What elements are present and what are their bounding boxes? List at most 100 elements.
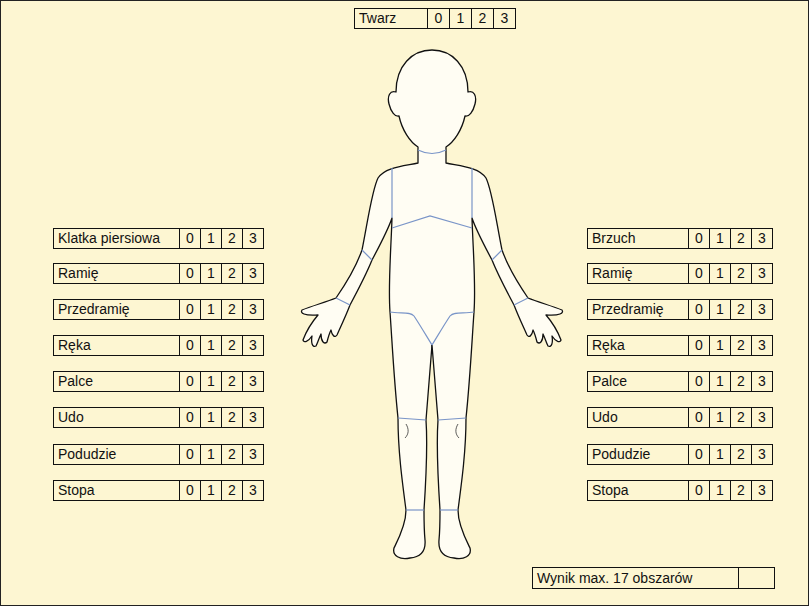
- left-score-row: Palce0123: [53, 371, 264, 392]
- score-option: 2: [221, 264, 242, 283]
- score-option: 3: [242, 408, 263, 427]
- score-option: 2: [221, 336, 242, 355]
- region-name: Klatka piersiowa: [54, 229, 179, 248]
- score-option: 3: [751, 336, 772, 355]
- score-option: 1: [709, 264, 730, 283]
- chest-line: [392, 216, 472, 228]
- score-option: 3: [242, 229, 263, 248]
- score-option: 1: [200, 408, 221, 427]
- score-option: 3: [242, 336, 263, 355]
- left-score-row: Ramię0123: [53, 263, 264, 284]
- score-option: 3: [751, 372, 772, 391]
- knee-mark: [405, 424, 408, 438]
- right-score-row: Ręka0123: [587, 335, 773, 356]
- score-option: 2: [221, 300, 242, 319]
- score-option: 2: [471, 9, 493, 28]
- score-option: 1: [200, 445, 221, 464]
- score-option: 0: [688, 264, 709, 283]
- region-name: Przedramię: [54, 300, 179, 319]
- score-option: 0: [688, 336, 709, 355]
- score-option: 0: [179, 229, 200, 248]
- right-score-row: Przedramię0123: [587, 299, 773, 320]
- score-option: 0: [688, 372, 709, 391]
- score-option: 0: [179, 264, 200, 283]
- groin-line: [390, 312, 432, 345]
- score-option: 2: [221, 229, 242, 248]
- region-name: Udo: [54, 408, 179, 427]
- score-option: 0: [688, 408, 709, 427]
- score-option: 2: [221, 445, 242, 464]
- right-score-row: Ramię0123: [587, 263, 773, 284]
- region-name: Twarz: [355, 9, 427, 28]
- score-option: 0: [688, 481, 709, 500]
- knee-line: [398, 418, 426, 420]
- score-option: 3: [242, 445, 263, 464]
- score-option: 1: [200, 481, 221, 500]
- region-name: Podudzie: [54, 445, 179, 464]
- score-option: 1: [200, 264, 221, 283]
- score-option: 2: [221, 372, 242, 391]
- score-option: 0: [179, 481, 200, 500]
- score-option: 2: [730, 372, 751, 391]
- wrist-line: [336, 298, 350, 305]
- left-score-row: Udo0123: [53, 407, 264, 428]
- score-option: 0: [179, 372, 200, 391]
- score-option: 2: [730, 300, 751, 319]
- region-name: Palce: [54, 372, 179, 391]
- left-score-row: Stopa0123: [53, 480, 264, 501]
- score-option: 3: [493, 9, 515, 28]
- score-option: 2: [730, 408, 751, 427]
- score-option: 3: [751, 264, 772, 283]
- score-option: 1: [709, 229, 730, 248]
- right-score-row: Stopa0123: [587, 480, 773, 501]
- score-entry-cell: [738, 568, 774, 588]
- left-score-row: Ręka0123: [53, 335, 264, 356]
- score-option: 2: [730, 264, 751, 283]
- score-option: 1: [449, 9, 471, 28]
- score-option: 2: [221, 408, 242, 427]
- score-option: 3: [242, 300, 263, 319]
- region-name: Brzuch: [588, 229, 688, 248]
- region-name: Stopa: [54, 481, 179, 500]
- right-score-row: Podudzie0123: [587, 444, 773, 465]
- region-name: Ramię: [588, 264, 688, 283]
- region-name: Ręka: [588, 336, 688, 355]
- score-option: 3: [242, 264, 263, 283]
- score-option: 0: [179, 336, 200, 355]
- region-name: Wynik max. 17 obszarów: [533, 568, 738, 588]
- score-option: 0: [179, 300, 200, 319]
- region-name: Podudzie: [588, 445, 688, 464]
- right-score-row: Palce0123: [587, 371, 773, 392]
- total-score-box: Wynik max. 17 obszarów: [532, 567, 775, 589]
- score-option: 0: [688, 229, 709, 248]
- region-name: Ramię: [54, 264, 179, 283]
- score-option: 1: [709, 336, 730, 355]
- region-name: Stopa: [588, 481, 688, 500]
- ankle-line: [406, 509, 424, 510]
- score-option: 1: [709, 481, 730, 500]
- face-score-row: Twarz0123: [354, 8, 516, 29]
- shoulder-line: [391, 168, 392, 218]
- body-half: [302, 50, 432, 559]
- body-half-mirrored: [432, 50, 562, 559]
- region-name: Ręka: [54, 336, 179, 355]
- score-option: 3: [751, 300, 772, 319]
- region-name: Udo: [588, 408, 688, 427]
- score-option: 0: [179, 445, 200, 464]
- score-option: 3: [751, 408, 772, 427]
- score-option: 0: [427, 9, 449, 28]
- elbow-line: [362, 250, 372, 260]
- score-option: 3: [751, 481, 772, 500]
- region-name: Przedramię: [588, 300, 688, 319]
- score-option: 1: [709, 408, 730, 427]
- score-option: 1: [709, 445, 730, 464]
- score-option: 0: [688, 445, 709, 464]
- score-option: 3: [242, 372, 263, 391]
- score-option: 2: [730, 481, 751, 500]
- region-name: Palce: [588, 372, 688, 391]
- score-option: 1: [200, 300, 221, 319]
- left-score-row: Podudzie0123: [53, 444, 264, 465]
- score-option: 1: [200, 336, 221, 355]
- right-score-row: Udo0123: [587, 407, 773, 428]
- score-option: 1: [709, 300, 730, 319]
